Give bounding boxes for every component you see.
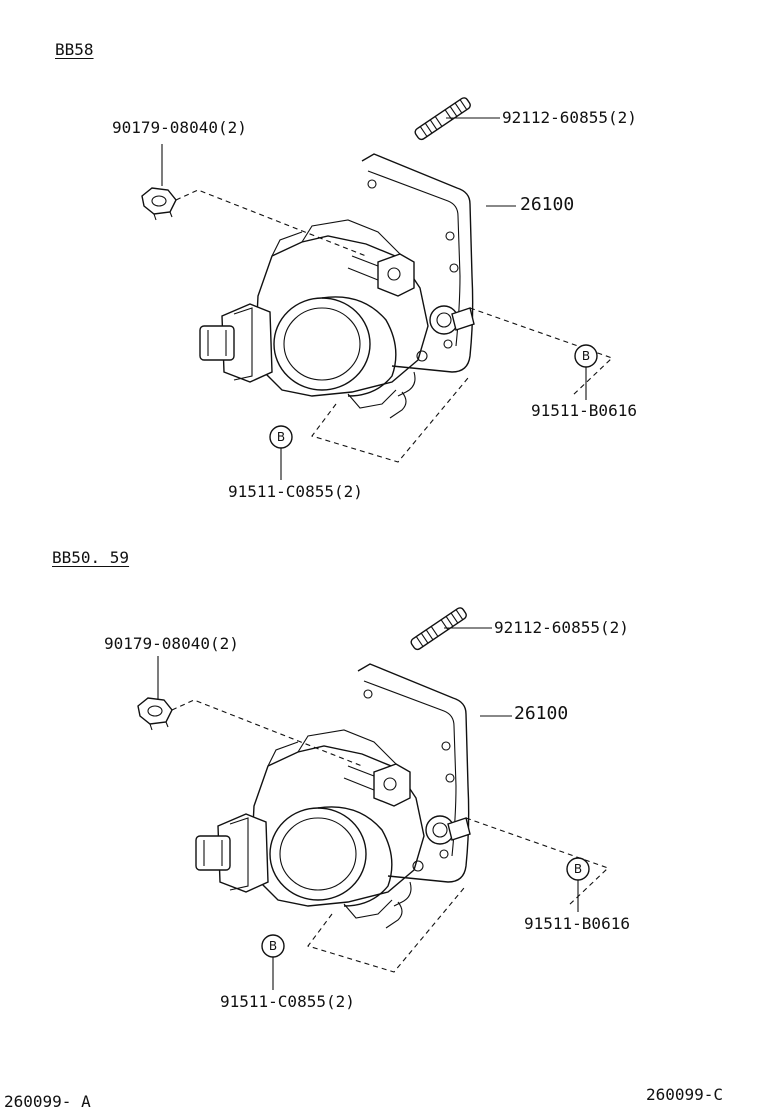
part-number-throttle-body-top: 26100 bbox=[520, 194, 575, 215]
part-number-bolt-right-top: 91511-B0616 bbox=[531, 401, 637, 420]
callout-b-right-top-letter: B bbox=[582, 349, 590, 363]
part-number-bolt-left-bottom: 91511-C0855(2) bbox=[220, 992, 355, 1011]
callout-b-left-top-letter: B bbox=[277, 430, 285, 444]
part-number-throttle-body-bottom: 26100 bbox=[514, 703, 569, 724]
part-number-bolt-left-top: 91511-C0855(2) bbox=[228, 482, 363, 501]
model-label-bottom: BB50. 59 bbox=[52, 548, 130, 567]
diagram-code-left: 260099- A bbox=[4, 1092, 91, 1111]
part-number-stud-bottom: 92112-60855(2) bbox=[494, 618, 629, 637]
diagram-code-right: 260099-C bbox=[646, 1085, 724, 1104]
part-number-nut-top: 90179-08040(2) bbox=[112, 118, 247, 137]
part-number-stud-top: 92112-60855(2) bbox=[502, 108, 637, 127]
part-number-nut-bottom: 90179-08040(2) bbox=[104, 634, 239, 653]
model-label-top: BB58 bbox=[55, 40, 94, 59]
callout-b-left-bottom-letter: B bbox=[269, 939, 277, 953]
part-number-bolt-right-bottom: 91511-B0616 bbox=[524, 914, 630, 933]
callout-b-right-bottom-letter: B bbox=[574, 862, 582, 876]
